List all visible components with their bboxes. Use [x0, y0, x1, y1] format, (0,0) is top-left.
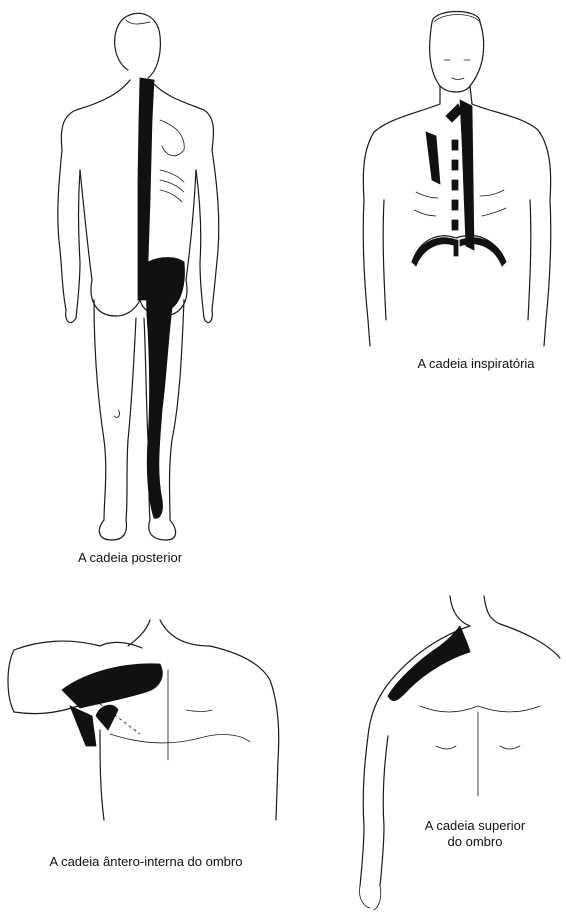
posterior-chain-illustration	[0, 0, 280, 580]
inspiratory-chain-illustration	[340, 0, 566, 380]
caption-superior-line2: do ombro	[390, 834, 560, 850]
figure-superior-shoulder-chain: A cadeia superior do ombro	[340, 596, 566, 912]
caption-antero-internal: A cadeia ântero-interna do ombro	[16, 854, 276, 870]
superior-chain-illustration	[340, 596, 566, 912]
caption-superior-line1: A cadeia superior	[390, 818, 560, 834]
antero-internal-illustration	[0, 620, 320, 880]
figure-posterior-chain: A cadeia posterior	[0, 0, 280, 580]
figure-antero-internal-shoulder-chain: A cadeia ântero-interna do ombro	[0, 620, 320, 880]
figure-inspiratory-chain: A cadeia inspiratória	[340, 0, 566, 380]
caption-posterior: A cadeia posterior	[40, 550, 220, 566]
caption-inspiratory: A cadeia inspiratória	[386, 356, 566, 372]
